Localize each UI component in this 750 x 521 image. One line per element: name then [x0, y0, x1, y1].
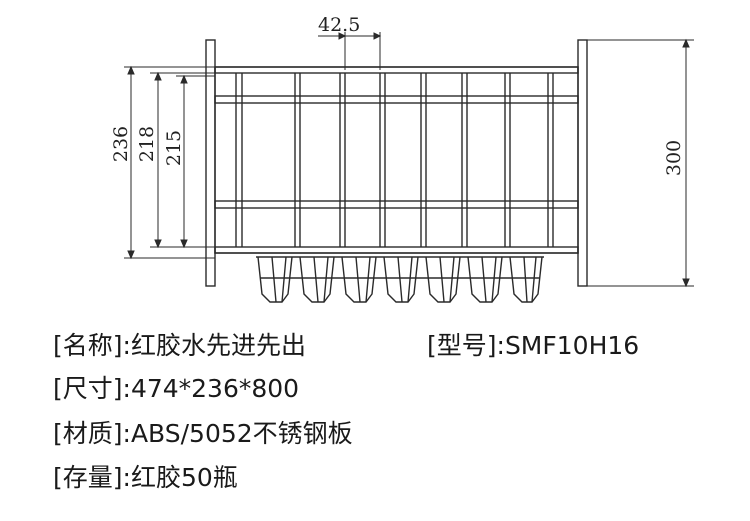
- dim-height-inner: 215: [163, 130, 185, 166]
- spec-model-label: [型号]:: [427, 331, 505, 360]
- spec-name: [名称]:红胶水先进先出: [53, 331, 306, 361]
- bottom-rail: [214, 246, 579, 254]
- dim-height-mid: 218: [136, 126, 158, 162]
- right-post: [577, 39, 588, 287]
- spec-material-label: [材质]:: [53, 419, 131, 448]
- spec-capacity: [存量]:红胶50瓶: [53, 463, 238, 493]
- dim-top-gap: 42.5: [318, 14, 360, 36]
- spec-size-label: [尺寸]:: [53, 374, 131, 403]
- spec-material-value: ABS/5052不锈钢板: [130, 419, 353, 448]
- dim-height-outer: 236: [110, 126, 132, 162]
- spec-size: [尺寸]:474*236*800: [53, 374, 299, 404]
- left-post: [205, 39, 216, 287]
- spec-capacity-label: [存量]:: [53, 463, 131, 492]
- bottle-holders: [256, 256, 544, 303]
- middle-rail: [214, 200, 579, 209]
- spec-model: [型号]:SMF10H16: [427, 331, 639, 361]
- frame: [214, 66, 579, 254]
- spec-material: [材质]:ABS/5052不锈钢板: [53, 419, 353, 449]
- dim-height-total: 300: [663, 140, 685, 176]
- top-rail: [214, 66, 579, 74]
- spec-size-value: 474*236*800: [130, 374, 300, 403]
- upper-rail: [214, 95, 579, 104]
- spec-capacity-value: 红胶50瓶: [130, 463, 238, 492]
- spec-model-value: SMF10H16: [504, 331, 640, 360]
- technical-drawing: 42.5 236 218 215 300: [110, 14, 694, 303]
- spec-name-value: 红胶水先进先出: [130, 331, 306, 360]
- spec-name-label: [名称]:: [53, 331, 131, 360]
